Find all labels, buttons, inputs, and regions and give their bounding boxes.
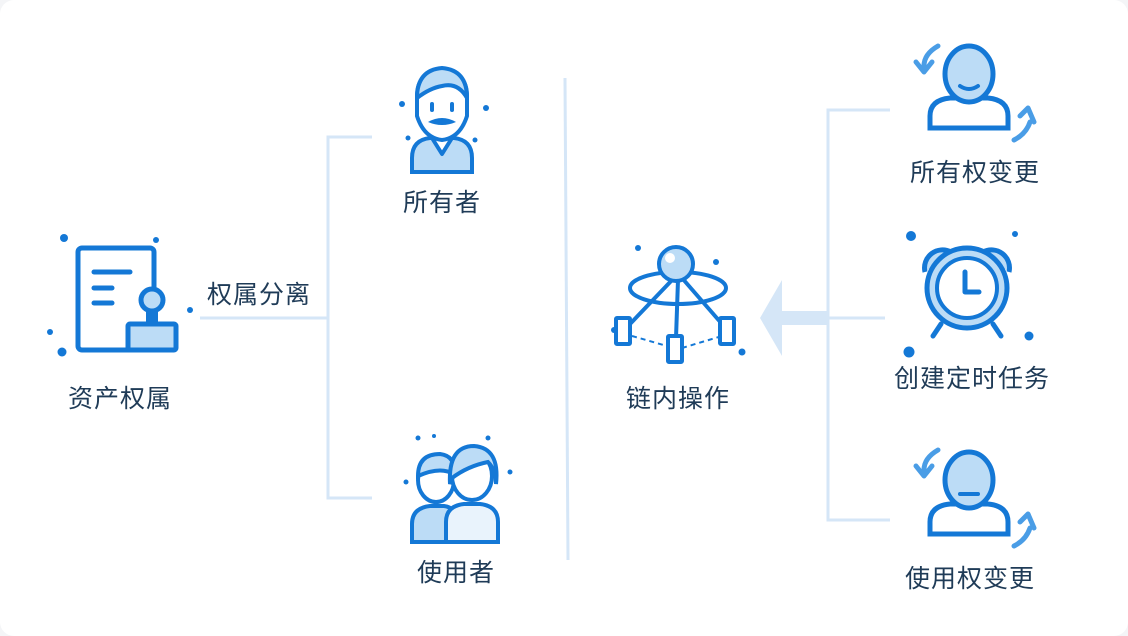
arrow-head xyxy=(760,280,782,356)
label-create-timed-task: 创建定时任务 xyxy=(893,364,1051,393)
label-onchain-operation: 链内操作 xyxy=(625,384,731,413)
alarm-clock-icon xyxy=(903,231,1034,358)
label-owner: 所有者 xyxy=(402,188,482,217)
owner-person-icon xyxy=(399,65,489,174)
user-pair-icon xyxy=(403,434,513,544)
network-node-icon xyxy=(611,245,746,364)
label-ownership-separation: 权属分离 xyxy=(207,280,312,309)
ownership-change-person-icon xyxy=(913,43,1037,143)
label-asset-ownership: 资产权属 xyxy=(67,384,173,413)
usage-right-change-person-icon xyxy=(913,447,1037,549)
vertical-separator xyxy=(563,77,570,561)
label-usage-right-change: 使用权变更 xyxy=(904,564,1036,593)
document-stamp-icon xyxy=(47,234,193,357)
label-ownership-change: 所有权变更 xyxy=(909,158,1041,187)
bracket-right-group xyxy=(826,108,890,522)
label-user: 使用者 xyxy=(416,558,496,587)
bracket-owner-user xyxy=(326,135,372,500)
